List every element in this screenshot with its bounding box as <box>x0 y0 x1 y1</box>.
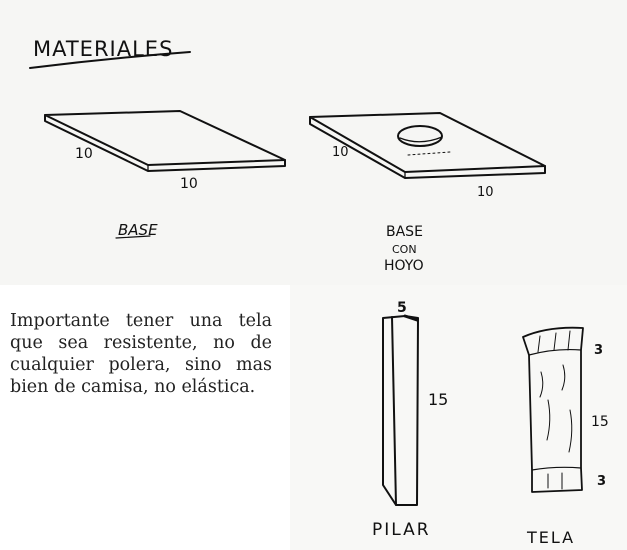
pillar-drawing <box>382 314 419 506</box>
fabric-note: Importante tener una tela que sea resist… <box>10 311 272 397</box>
base-side-left-label: 10 <box>75 146 93 162</box>
fabric-height-label: 15 <box>591 414 609 430</box>
title-underline <box>29 51 191 69</box>
base-hole-side-front-label: 10 <box>477 185 494 200</box>
base-hole-caption-line-1: BASE <box>386 224 423 240</box>
base-caption-underline <box>115 235 151 239</box>
fabric-caption: TELA <box>526 528 575 547</box>
fabric-drawing <box>522 326 584 493</box>
base-with-hole-plate <box>309 112 546 179</box>
base-caption: BASE <box>118 221 158 239</box>
sketch-paper-top <box>0 0 627 285</box>
base-side-front-label: 10 <box>180 176 198 192</box>
base-hole-side-left-label: 10 <box>332 145 349 160</box>
title: MATERIALES <box>33 37 173 61</box>
pillar-top-label: 5 <box>397 300 407 316</box>
pillar-height-label: 15 <box>428 390 448 409</box>
pillar-caption: PILAR <box>372 520 431 540</box>
base-hole-caption-line-3: HOYO <box>384 258 424 274</box>
fabric-bottom-band-label: 3 <box>597 474 606 489</box>
fabric-top-band-label: 3 <box>594 343 603 358</box>
base-hole-caption-line-2: CON <box>392 243 417 256</box>
base-plate <box>44 110 286 172</box>
sketch-paper-bottom <box>290 285 627 550</box>
